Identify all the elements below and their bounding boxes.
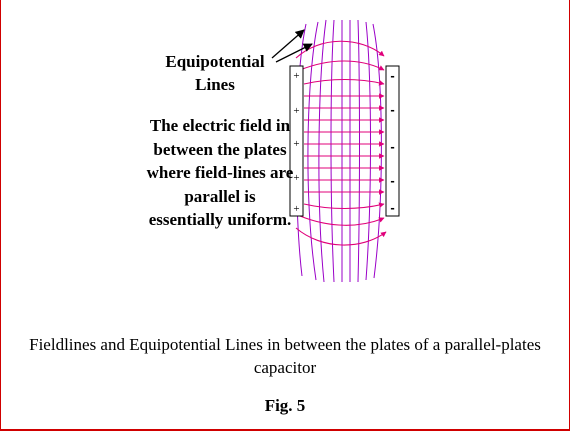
positive-sign: + [293, 105, 299, 117]
figure-caption: Fieldlines and Equipotential Lines in be… [29, 335, 541, 377]
field-line [303, 78, 385, 86]
field-line [295, 40, 385, 59]
field-line [299, 215, 385, 226]
field-line [303, 202, 385, 210]
figure-number: Fig. 5 [264, 396, 306, 415]
field-line [295, 227, 387, 246]
negative-plate: - - - - - [385, 65, 400, 217]
field-lines [295, 40, 387, 246]
positive-plate: + + + + + [289, 65, 304, 217]
equipotential-line [365, 21, 371, 281]
equipotential-line [372, 23, 382, 279]
equipotential-label: Equipotential Lines [165, 52, 265, 94]
negative-sign: - [390, 139, 394, 154]
field-line [299, 60, 385, 71]
equipotential-line [318, 19, 327, 283]
pointer-arrow [271, 29, 305, 59]
positive-sign: + [293, 138, 299, 150]
field-description: The electric field in between the plates… [146, 116, 294, 229]
negative-sign: - [390, 173, 394, 188]
negative-sign: - [390, 68, 394, 83]
pointer-arrow [275, 43, 313, 63]
negative-sign: - [390, 200, 394, 215]
pointer-arrows [271, 29, 313, 63]
equipotential-line [330, 19, 335, 283]
positive-sign: + [293, 172, 299, 184]
equipotential-line [357, 19, 360, 283]
equipotential-lines [295, 19, 382, 283]
positive-sign: + [293, 70, 299, 82]
equipotential-line [307, 21, 319, 281]
capacitor-diagram: + + + + + - - - - - [271, 19, 400, 283]
positive-sign: + [293, 203, 299, 215]
negative-sign: - [390, 102, 394, 117]
